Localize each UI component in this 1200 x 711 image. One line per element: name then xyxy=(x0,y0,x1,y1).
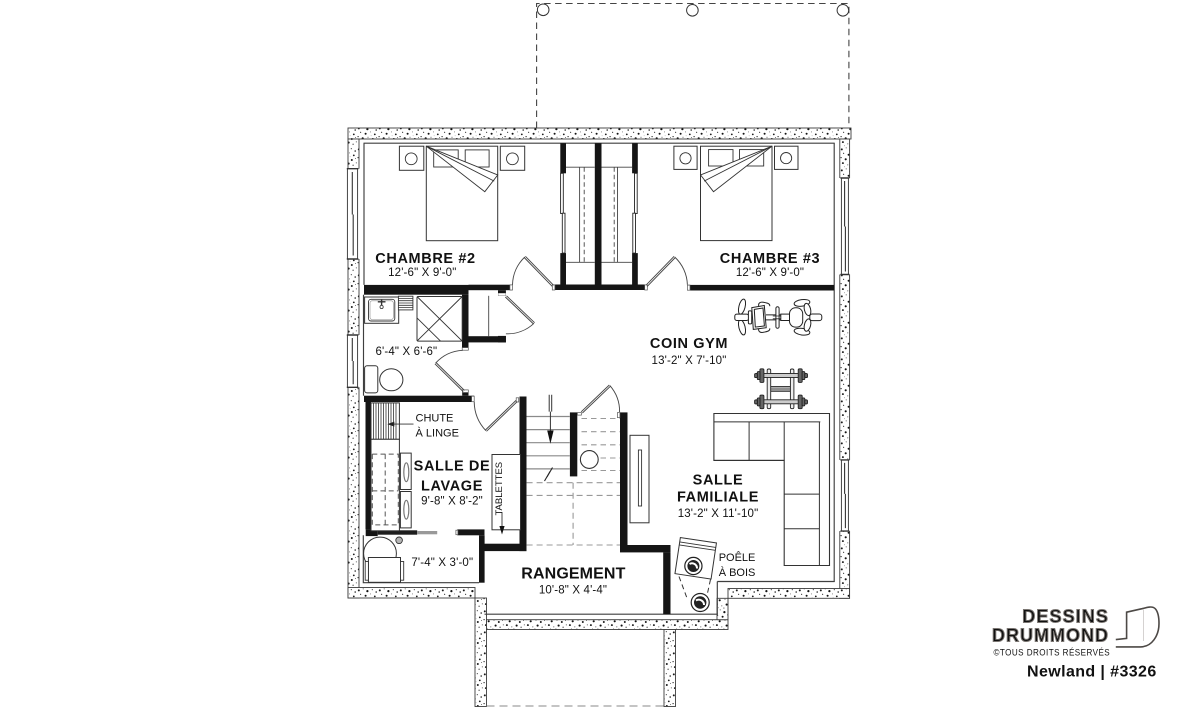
svg-text:©TOUS DROITS RÉSERVÉS: ©TOUS DROITS RÉSERVÉS xyxy=(994,647,1111,658)
svg-text:7'-4" X 3'-0": 7'-4" X 3'-0" xyxy=(411,557,473,569)
svg-text:À BOIS: À BOIS xyxy=(719,566,756,579)
svg-text:FAMILIALE: FAMILIALE xyxy=(677,490,759,506)
svg-text:12'-6" X 9'-0": 12'-6" X 9'-0" xyxy=(388,267,456,279)
svg-text:SALLE DE: SALLE DE xyxy=(414,459,491,475)
svg-text:10'-8" X 4'-4": 10'-8" X 4'-4" xyxy=(539,585,607,597)
svg-text:POÊLE: POÊLE xyxy=(719,551,756,564)
svg-text:13'-2" X 11'-10": 13'-2" X 11'-10" xyxy=(678,508,759,520)
svg-text:9'-8" X 8'-2": 9'-8" X 8'-2" xyxy=(421,496,483,508)
svg-text:CHAMBRE #3: CHAMBRE #3 xyxy=(720,251,820,267)
svg-text:12'-6" X 9'-0": 12'-6" X 9'-0" xyxy=(736,267,804,279)
svg-text:Newland | #3326: Newland | #3326 xyxy=(1027,663,1157,680)
svg-text:CHUTE: CHUTE xyxy=(416,413,454,425)
svg-text:DRUMMOND: DRUMMOND xyxy=(992,626,1109,646)
svg-text:RANGEMENT: RANGEMENT xyxy=(521,566,625,583)
svg-text:TABLETTES: TABLETTES xyxy=(494,462,505,516)
svg-text:CHAMBRE #2: CHAMBRE #2 xyxy=(375,251,475,267)
svg-text:À LINGE: À LINGE xyxy=(416,427,459,440)
svg-text:COIN GYM: COIN GYM xyxy=(650,336,728,352)
svg-text:LAVAGE: LAVAGE xyxy=(421,479,483,495)
svg-text:13'-2" X 7'-10": 13'-2" X 7'-10" xyxy=(652,355,727,367)
svg-text:SALLE: SALLE xyxy=(693,473,744,489)
svg-text:DESSINS: DESSINS xyxy=(1022,606,1109,626)
svg-text:6'-4" X 6'-6": 6'-4" X 6'-6" xyxy=(375,346,437,358)
